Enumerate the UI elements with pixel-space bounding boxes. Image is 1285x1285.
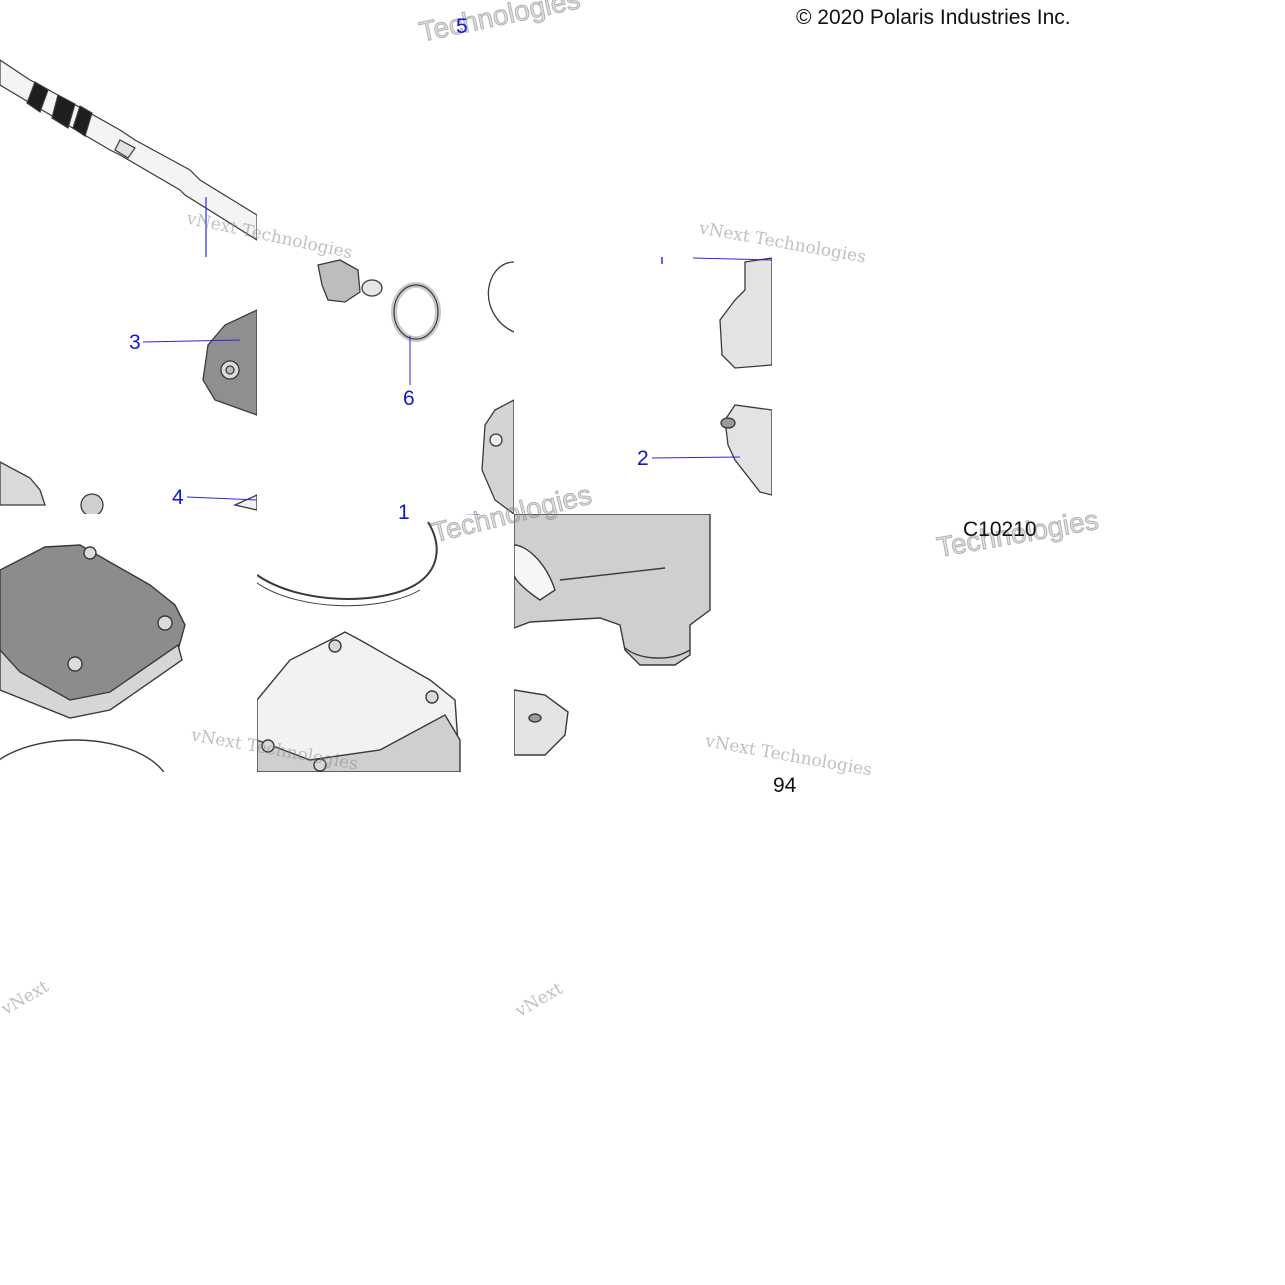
drawing-reference: C10210	[963, 518, 1037, 541]
handlebar-clamp-part	[651, 257, 772, 496]
copyright-notice: © 2020 Polaris Industries Inc.	[796, 6, 1071, 29]
page-number: 94	[773, 774, 797, 797]
gasket-and-housing-part	[257, 514, 480, 772]
callout-4: 4	[172, 486, 184, 509]
callout-1: 1	[398, 501, 410, 524]
callout-6: 6	[403, 387, 415, 410]
switch-shaft-and-oring	[317, 259, 514, 514]
cover-upper-part	[0, 309, 257, 514]
callout-2: 2	[637, 447, 649, 470]
throttle-cable-part	[0, 59, 257, 257]
handlebar-mount-part	[514, 514, 711, 756]
callout-3: 3	[129, 331, 141, 354]
callout-5: 5	[456, 15, 468, 38]
switch-cover-part	[0, 544, 186, 772]
